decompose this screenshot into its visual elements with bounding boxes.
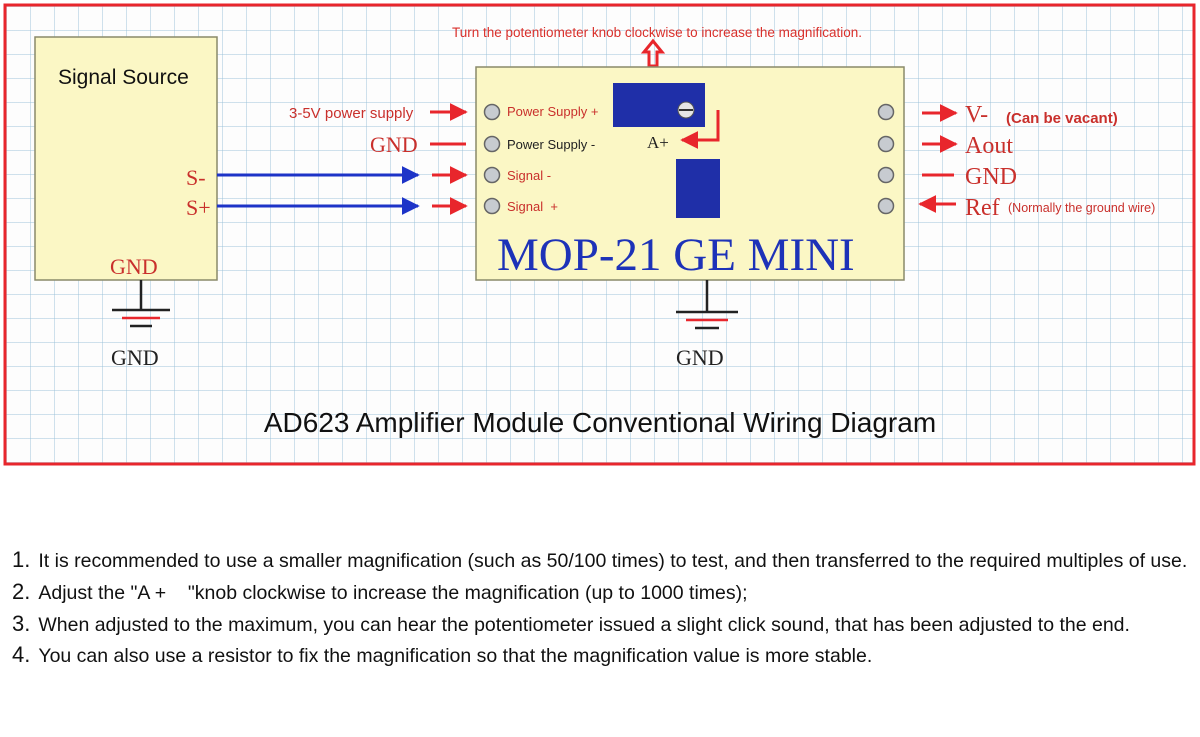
module-right-pins (877, 103, 895, 215)
pin-gnd (877, 166, 895, 184)
power-supply-input-label: 3-5V power supply (289, 105, 414, 122)
pin-power-minus (483, 135, 501, 153)
pot-indicator-arrow (680, 110, 720, 149)
note-3: 3. When adjusted to the maximum, you can … (12, 609, 1188, 641)
module-name: MOP-21 GE MINI (497, 229, 855, 281)
up-arrow-icon (640, 38, 666, 68)
gnd-input-label: GND (370, 132, 418, 157)
note-1: 1. It is recommended to use a smaller mag… (12, 545, 1188, 577)
module-ground-label: GND (676, 345, 724, 370)
module-left-pins (483, 103, 501, 215)
ref-label: Ref (965, 195, 1000, 221)
note-number: 4. (12, 642, 31, 668)
note-number: 2. (12, 578, 31, 604)
diagram-frame (3, 3, 1196, 466)
pin-ref (877, 197, 895, 215)
gnd-right-label: GND (965, 164, 1017, 190)
pot-label: A+ (647, 133, 669, 152)
left-ground-symbol (112, 280, 170, 328)
amplifier-chip (676, 159, 720, 218)
note-text: You can also use a resistor to fix the m… (38, 645, 873, 668)
signal-source-gnd: GND (110, 254, 158, 279)
module-ground-symbol (676, 280, 738, 330)
signal-source-s-plus: S+ (186, 195, 211, 220)
left-ground-label: GND (111, 345, 159, 370)
diagram-title: AD623 Amplifier Module Conventional Wiri… (264, 407, 936, 438)
pin-aout (877, 135, 895, 153)
pin-signal-minus (483, 166, 501, 184)
pin-power-plus (483, 103, 501, 121)
pin-label-power-plus: Power Supply + (507, 104, 598, 119)
v-minus-label: V- (965, 102, 988, 128)
note-2: 2. Adjust the "A + "knob clockwise to inc… (12, 577, 1188, 609)
pin-label-signal-minus: Signal - (507, 168, 551, 183)
note-text: It is recommended to use a smaller magni… (38, 550, 1188, 572)
potentiometer-knob-icon (677, 101, 695, 119)
signal-source-title: Signal Source (58, 66, 189, 89)
pin-label-power-minus: Power Supply - (507, 137, 595, 152)
note-4: 4. You can also use a resistor to fix the… (12, 640, 1188, 672)
top-hint-text: Turn the potentiometer knob clockwise to… (452, 25, 862, 40)
note-text: Adjust the "A + "knob clockwise to incre… (38, 581, 748, 604)
v-minus-note: (Can be vacant) (1006, 110, 1118, 127)
ref-note: (Normally the ground wire) (1008, 201, 1155, 215)
note-number: 1. (12, 547, 31, 572)
pin-signal-plus (483, 197, 501, 215)
pin-label-signal-plus: Signal + (507, 199, 558, 214)
instruction-notes: 1. It is recommended to use a smaller mag… (12, 545, 1188, 672)
signal-source-box (34, 36, 218, 281)
pin-v-minus (877, 103, 895, 121)
signal-source-s-minus: S- (186, 165, 206, 190)
aout-label: Aout (965, 133, 1013, 159)
note-number: 3. (12, 610, 31, 636)
note-text: When adjusted to the maximum, you can he… (38, 613, 1130, 636)
